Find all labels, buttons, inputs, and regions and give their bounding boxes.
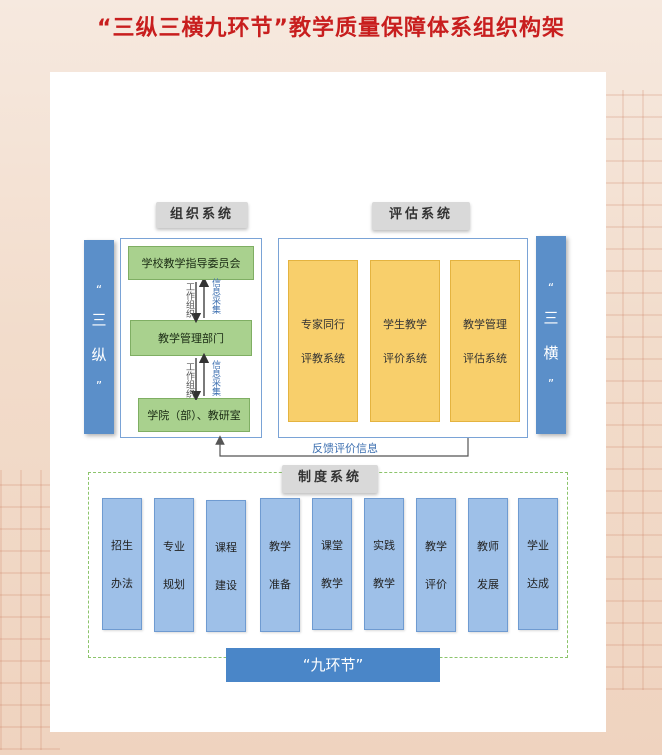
item-line1: 招生 bbox=[111, 539, 133, 552]
inst-item-classroom: 课堂 教学 bbox=[312, 498, 352, 630]
inst-item-major-planning: 专业 规划 bbox=[154, 498, 194, 632]
eval-line2: 评教系统 bbox=[301, 352, 345, 365]
item-line1: 教师 bbox=[477, 540, 499, 553]
eval-line1: 学生教学 bbox=[383, 318, 427, 331]
info-collect-label-2: 信息采集 bbox=[210, 360, 220, 396]
item-line1: 学业 bbox=[527, 539, 549, 552]
item-line2: 评价 bbox=[425, 578, 447, 591]
item-line2: 规划 bbox=[163, 578, 185, 591]
item-line2: 准备 bbox=[269, 578, 291, 591]
org-system-header: 组织系统 bbox=[156, 202, 248, 228]
org-node-committee: 学校教学指导委员会 bbox=[128, 246, 254, 280]
three-vertical-bar: “ 三 纵 ” bbox=[84, 240, 114, 434]
quote-open: “ bbox=[547, 281, 555, 295]
diagram-panel: “ 三 纵 ” “ 三 横 ” 组织系统 学校教学指导委员会 教学管理部门 学院… bbox=[50, 72, 606, 732]
eval-line2: 评估系统 bbox=[463, 352, 507, 365]
inst-item-teacher-dev: 教师 发展 bbox=[468, 498, 508, 632]
eval-line1: 教学管理 bbox=[463, 318, 507, 331]
eval-system-header: 评估系统 bbox=[372, 202, 470, 230]
item-line2: 建设 bbox=[215, 579, 237, 592]
eval-student: 学生教学 评价系统 bbox=[370, 260, 440, 422]
feedback-label: 反馈评价信息 bbox=[312, 442, 378, 455]
item-line2: 发展 bbox=[477, 578, 499, 591]
item-line1: 课程 bbox=[215, 541, 237, 554]
org-node-college: 学院（部）、教研室 bbox=[138, 398, 250, 432]
feedback-arrow bbox=[215, 435, 469, 457]
quote-open: “ bbox=[95, 283, 103, 297]
inst-system-header: 制度系统 bbox=[282, 465, 378, 493]
item-line1: 实践 bbox=[373, 539, 395, 552]
item-line2: 办法 bbox=[111, 577, 133, 590]
inst-item-practice: 实践 教学 bbox=[364, 498, 404, 630]
quote-close: ” bbox=[547, 377, 555, 391]
item-line2: 教学 bbox=[321, 577, 343, 590]
item-line1: 专业 bbox=[163, 540, 185, 553]
eval-line2: 评价系统 bbox=[383, 352, 427, 365]
eval-management: 教学管理 评估系统 bbox=[450, 260, 520, 422]
org-arrows bbox=[190, 280, 210, 400]
inst-item-evaluation: 教学 评价 bbox=[416, 498, 456, 632]
item-line2: 教学 bbox=[373, 577, 395, 590]
item-line1: 教学 bbox=[269, 540, 291, 553]
bar-char-1: 三 bbox=[91, 311, 107, 329]
nine-links-bar: “九环节” bbox=[226, 648, 440, 682]
inst-item-teaching-prep: 教学 准备 bbox=[260, 498, 300, 632]
inst-item-achievement: 学业 达成 bbox=[518, 498, 558, 630]
bar-char-2: 纵 bbox=[91, 346, 107, 364]
inst-item-admission: 招生 办法 bbox=[102, 498, 142, 630]
bar-char-2: 横 bbox=[543, 344, 559, 362]
page-title: “三纵三横九环节”教学质量保障体系组织构架 bbox=[97, 16, 565, 41]
eval-line1: 专家同行 bbox=[301, 318, 345, 331]
work-org-label-1: 工作组织 bbox=[184, 282, 194, 318]
item-line1: 教学 bbox=[425, 540, 447, 553]
info-collect-label-1: 信息采集 bbox=[210, 278, 220, 314]
item-line2: 达成 bbox=[527, 577, 549, 590]
eval-expert-peer: 专家同行 评教系统 bbox=[288, 260, 358, 422]
bar-char-1: 三 bbox=[543, 309, 559, 327]
quote-close: ” bbox=[95, 379, 103, 393]
three-horizontal-bar: “ 三 横 ” bbox=[536, 236, 566, 434]
work-org-label-2: 工作组织 bbox=[184, 362, 194, 398]
item-line1: 课堂 bbox=[321, 539, 343, 552]
inst-item-course-building: 课程 建设 bbox=[206, 500, 246, 632]
